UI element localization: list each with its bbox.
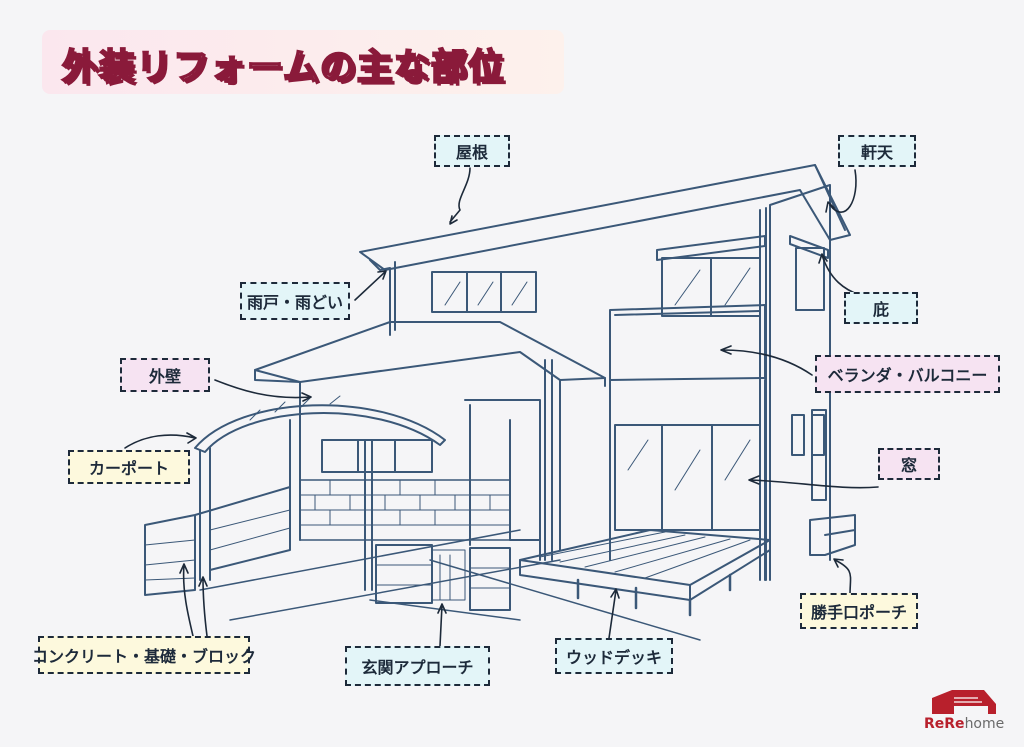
label-back-porch: 勝手口ポーチ xyxy=(800,593,918,629)
logo-suffix: home xyxy=(964,716,1005,732)
logo-brand: ReRe xyxy=(924,716,965,732)
label-balcony: ベランダ・バルコニー xyxy=(815,355,1000,393)
label-approach: 玄関アプローチ xyxy=(345,646,490,686)
label-soffit: 軒天 xyxy=(838,135,916,167)
rerehome-logo-icon xyxy=(932,690,996,714)
label-deck: ウッドデッキ xyxy=(555,638,673,674)
label-block: コンクリート・基礎・ブロック xyxy=(32,636,256,674)
label-wall: 外壁 xyxy=(120,358,210,392)
label-roof: 屋根 xyxy=(434,135,510,167)
label-carport: カーポート xyxy=(68,450,190,484)
label-gutter: 雨戸・雨どい xyxy=(240,282,350,320)
label-eave: 庇 xyxy=(844,292,918,324)
page-title: 外装リフォームの主な部位 xyxy=(61,46,505,89)
title-banner xyxy=(42,30,564,94)
label-window: 窓 xyxy=(878,448,940,480)
logo-text: ReRehome xyxy=(924,716,1004,732)
